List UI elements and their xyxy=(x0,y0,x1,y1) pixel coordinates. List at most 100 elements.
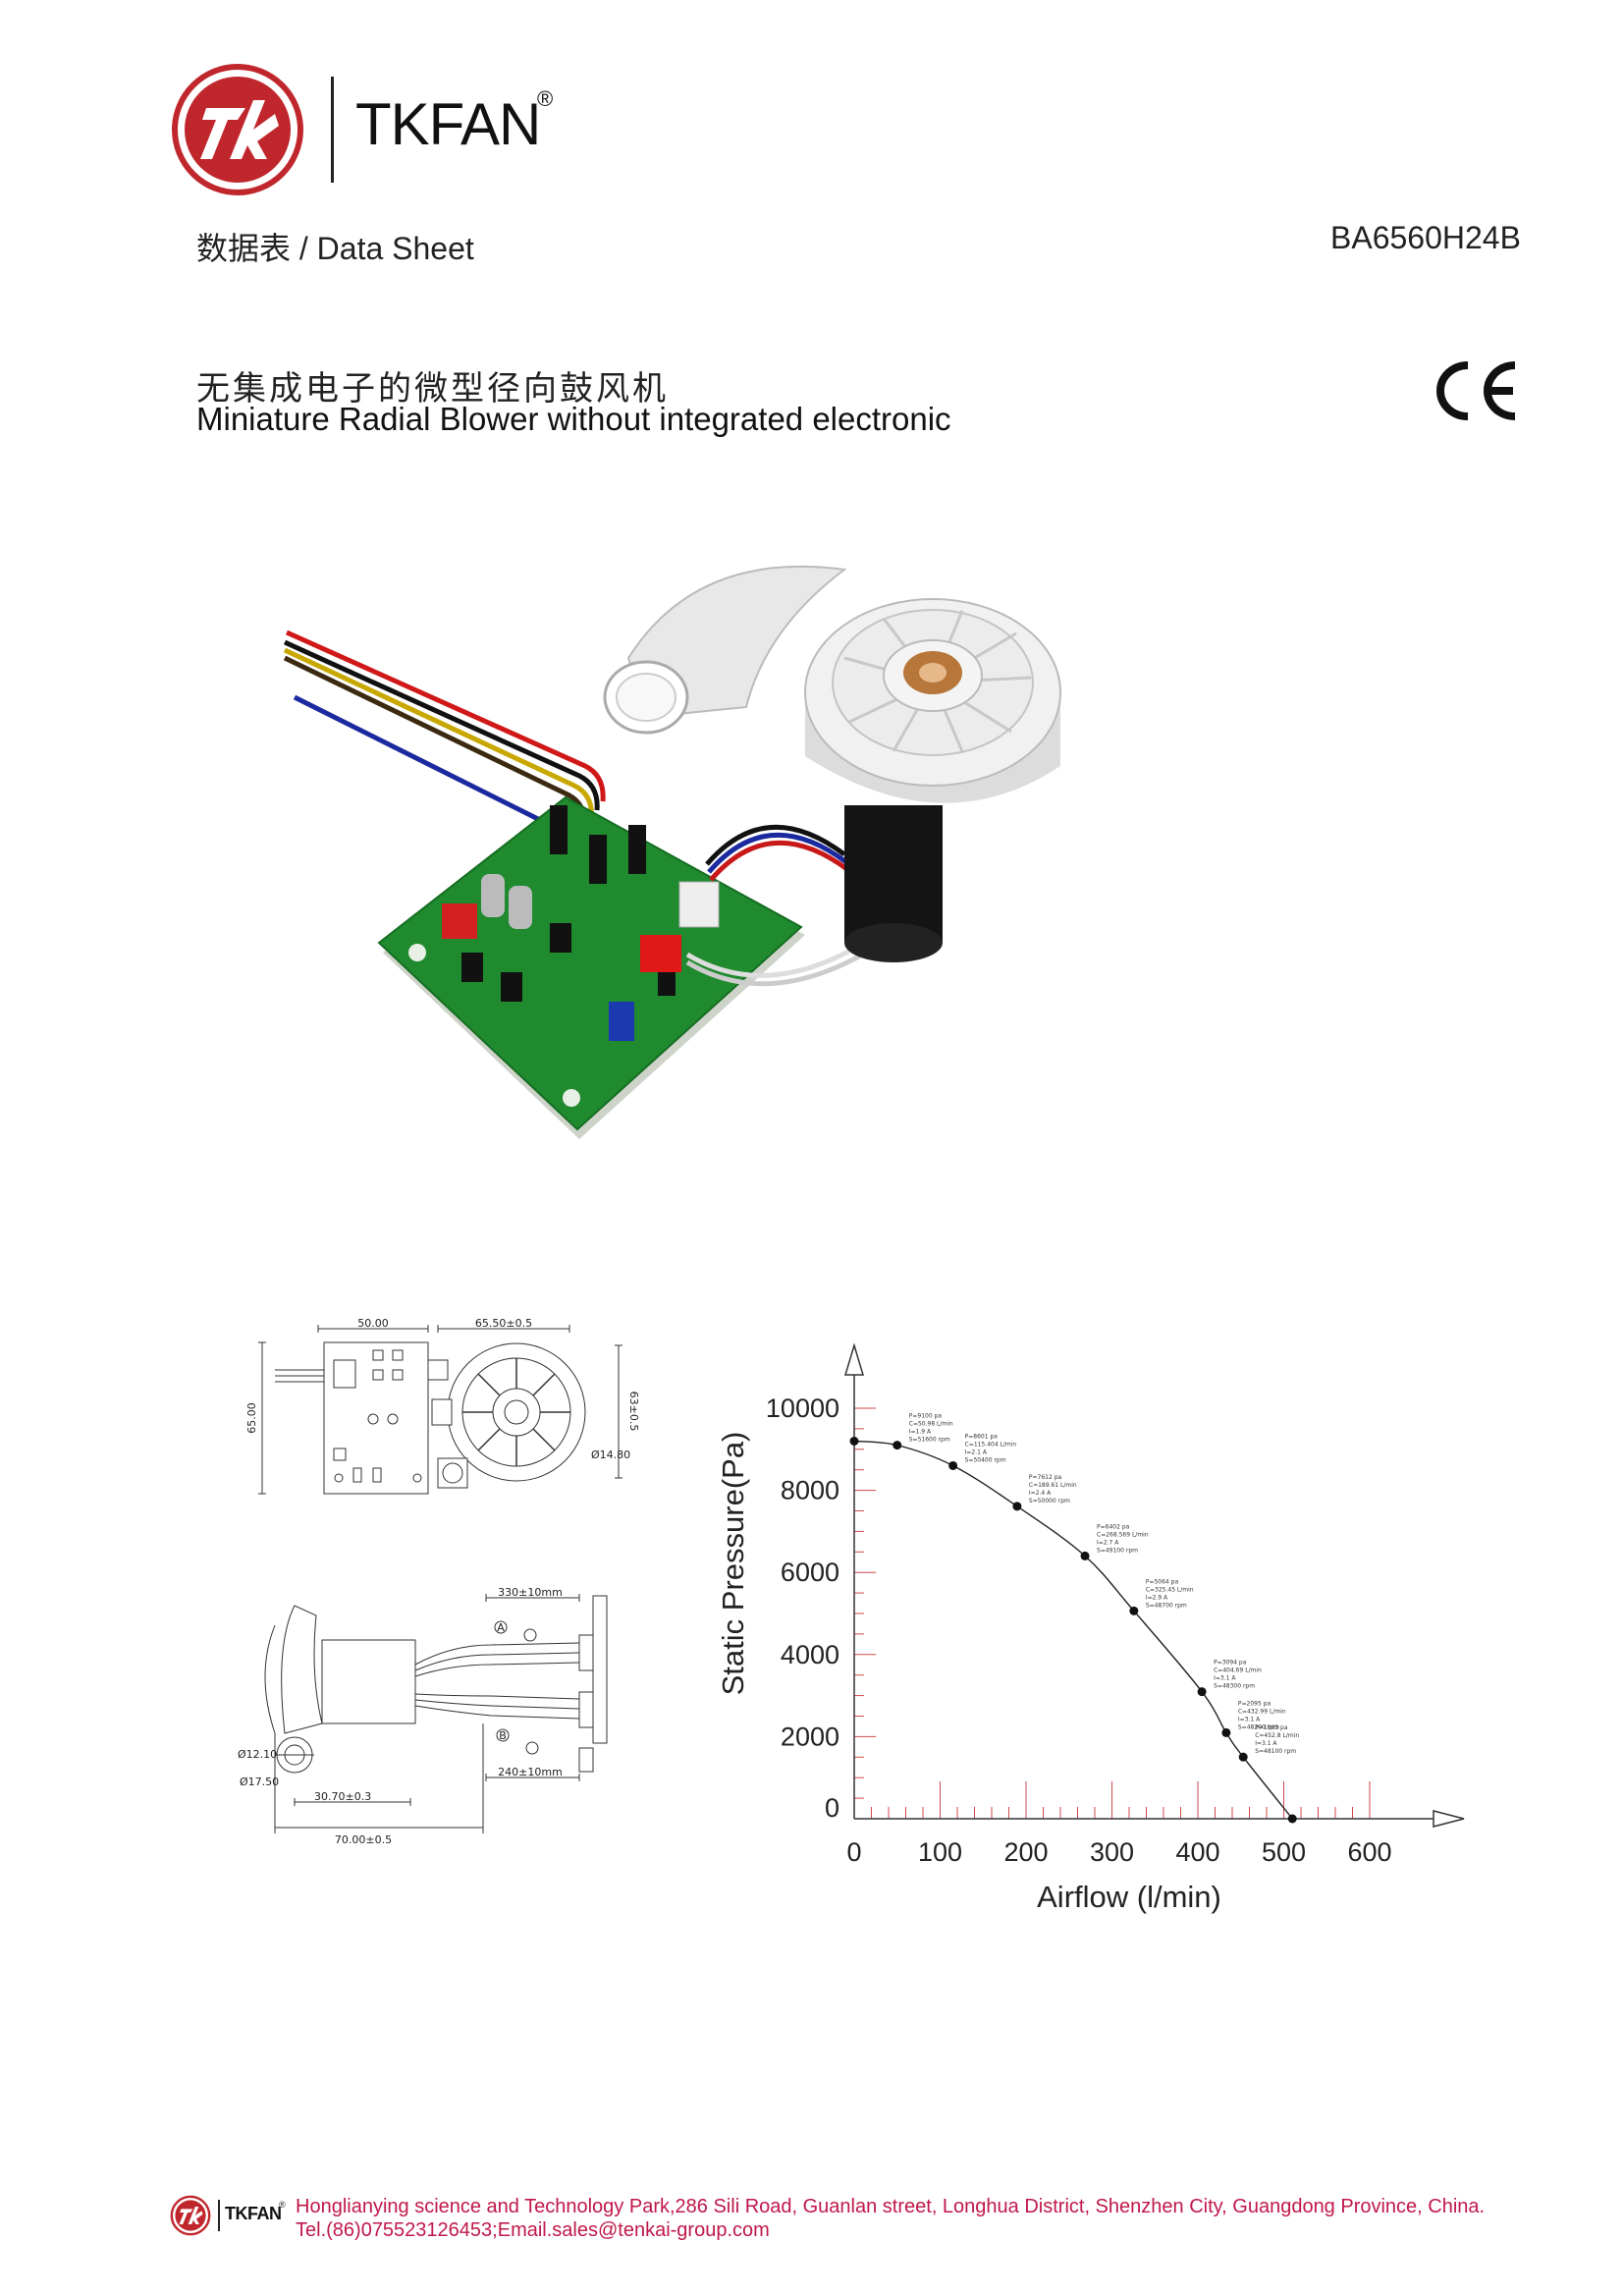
data-point xyxy=(1129,1606,1139,1615)
motor-icon xyxy=(844,805,943,962)
annotation-line: P=8601 pa xyxy=(965,1433,999,1440)
x-tick-label: 200 xyxy=(1003,1837,1048,1867)
annotation-line: P=5064 pa xyxy=(1146,1578,1179,1585)
datasheet-label: 数据表 / Data Sheet xyxy=(196,231,474,266)
footer-brand: TKFAN xyxy=(225,2204,282,2223)
y-tick-label: 10000 xyxy=(766,1394,839,1423)
annotation-line: C=404.69 L/min xyxy=(1214,1667,1262,1674)
annotation-line: S=48100 rpm xyxy=(1255,1748,1296,1755)
y-axis-label: Static Pressure(Pa) xyxy=(716,1432,750,1696)
y-tick-label: 0 xyxy=(825,1793,839,1823)
y-tick-label: 4000 xyxy=(781,1640,839,1669)
dim-total-width: 70.00±0.5 xyxy=(335,1833,392,1846)
dim-cable-b-length: 240±10mm xyxy=(498,1766,563,1778)
annotation-line: I=3.1 A xyxy=(1255,1740,1277,1747)
x-tick-label: 0 xyxy=(846,1837,861,1867)
footer-registered-mark: ® xyxy=(279,2200,286,2210)
data-point xyxy=(948,1460,958,1470)
annotation-line: S=48300 rpm xyxy=(1214,1683,1255,1690)
annotation-line: I=2.7 A xyxy=(1097,1539,1119,1546)
x-tick-label: 500 xyxy=(1262,1837,1306,1867)
footer-address: Honglianying science and Technology Park… xyxy=(296,2196,1486,2217)
dim-cable-a-length: 330±10mm xyxy=(498,1586,563,1599)
cable-b-marker: B xyxy=(499,1729,507,1742)
chart-series xyxy=(853,1440,1293,1820)
motor-cable-icon xyxy=(685,824,868,987)
footer-logo-icon xyxy=(170,2195,211,2236)
dim-diameter-large: Ø17.50 xyxy=(240,1776,279,1788)
product-title-cn: 无集成电子的微型径向鼓风机 xyxy=(196,369,669,409)
annotation-line: S=48700 rpm xyxy=(1146,1602,1187,1609)
annotation-line: C=268.569 L/min xyxy=(1097,1531,1149,1538)
product-title-en: Miniature Radial Blower without integrat… xyxy=(196,401,951,437)
annotation-line: C=189.61 L/min xyxy=(1029,1482,1077,1489)
annotation-line: P=2095 pa xyxy=(1238,1700,1271,1707)
annotation-line: I=3.1 A xyxy=(1214,1675,1236,1682)
annotation-line: P=6402 pa xyxy=(1097,1523,1130,1530)
dim-outlet-diameter: Ø14.80 xyxy=(591,1449,630,1461)
controller-pcb-icon xyxy=(377,795,805,1139)
annotation-line: S=50400 rpm xyxy=(965,1456,1006,1463)
annotation-line: C=432.99 L/min xyxy=(1238,1708,1286,1715)
product-illustration xyxy=(283,565,1061,1139)
annotation-line: I=2.4 A xyxy=(1029,1490,1052,1497)
top-view-drawing: 50.00 65.50±0.5 65.00 63±0.5 Ø14.80 xyxy=(245,1317,640,1495)
registered-mark: ® xyxy=(537,86,554,111)
annotation-line: C=325.45 L/min xyxy=(1146,1586,1194,1593)
x-tick-label: 600 xyxy=(1347,1837,1391,1867)
annotation-line: C=115.404 L/min xyxy=(965,1441,1017,1448)
blower-housing-icon xyxy=(603,565,1061,803)
annotation-line: S=51600 rpm xyxy=(909,1437,950,1444)
annotation-line: P=9100 pa xyxy=(909,1413,943,1420)
annotation-line: P=3094 pa xyxy=(1214,1660,1247,1667)
annotation-line: S=48200 rpm xyxy=(1238,1723,1279,1730)
data-point xyxy=(1012,1502,1022,1511)
x-tick-label: 300 xyxy=(1090,1837,1134,1867)
dim-inner-width: 30.70±0.3 xyxy=(314,1790,371,1803)
annotation-line: S=50000 rpm xyxy=(1029,1498,1070,1504)
annotation-line: I=2.1 A xyxy=(965,1449,988,1455)
footer-contact: Tel.(86)075523126453;Email.sales@tenkai-… xyxy=(296,2219,770,2241)
x-axis-arrow xyxy=(1433,1810,1465,1828)
dim-blower-width: 65.50±0.5 xyxy=(475,1317,532,1330)
dim-pcb-width: 50.00 xyxy=(357,1317,389,1330)
brand-logo-icon xyxy=(172,64,303,195)
data-point xyxy=(1197,1687,1207,1697)
annotation-line: P=1503 pa xyxy=(1255,1724,1288,1731)
annotation-line: S=49100 rpm xyxy=(1097,1547,1138,1554)
x-tick-label: 100 xyxy=(918,1837,962,1867)
data-point xyxy=(1238,1752,1248,1762)
x-tick-label: 400 xyxy=(1175,1837,1219,1867)
annotation-line: C=452.8 L/min xyxy=(1255,1732,1299,1739)
annotation-line: P=7612 pa xyxy=(1029,1474,1062,1481)
dim-diameter-small: Ø12.10 xyxy=(238,1748,277,1761)
pressure-curve xyxy=(853,1440,1293,1820)
y-tick-label: 8000 xyxy=(781,1476,839,1505)
chart-tick-labels: 0 2000 4000 6000 8000 10000 0 100 200 300 400 500 60… xyxy=(766,1394,1392,1867)
side-view-drawing: 330±10mm 240±10mm A B Ø12.10 Ø17.50 30.7… xyxy=(238,1586,608,1846)
chart-points xyxy=(849,1436,1297,1824)
y-tick-label: 6000 xyxy=(781,1558,839,1587)
chart-axes xyxy=(843,1342,1465,1828)
cable-a-marker: A xyxy=(497,1621,505,1634)
annotation-line: I=2.9 A xyxy=(1146,1594,1168,1601)
performance-chart: 0 2000 4000 6000 8000 10000 0 100 200 300 400 500 60… xyxy=(716,1342,1465,1914)
y-tick-label: 2000 xyxy=(781,1722,839,1751)
x-axis-label: Airflow (l/min) xyxy=(1037,1880,1221,1914)
data-point xyxy=(849,1436,859,1446)
annotation-line: I=3.1 A xyxy=(1238,1716,1261,1722)
dim-pcb-height: 65.00 xyxy=(245,1402,258,1434)
data-point xyxy=(1221,1727,1231,1737)
dim-blower-height: 63±0.5 xyxy=(627,1392,640,1432)
chart-grid xyxy=(853,1407,1371,1820)
model-number: BA6560H24B xyxy=(1330,220,1521,255)
ce-certification-icon xyxy=(1436,361,1516,420)
